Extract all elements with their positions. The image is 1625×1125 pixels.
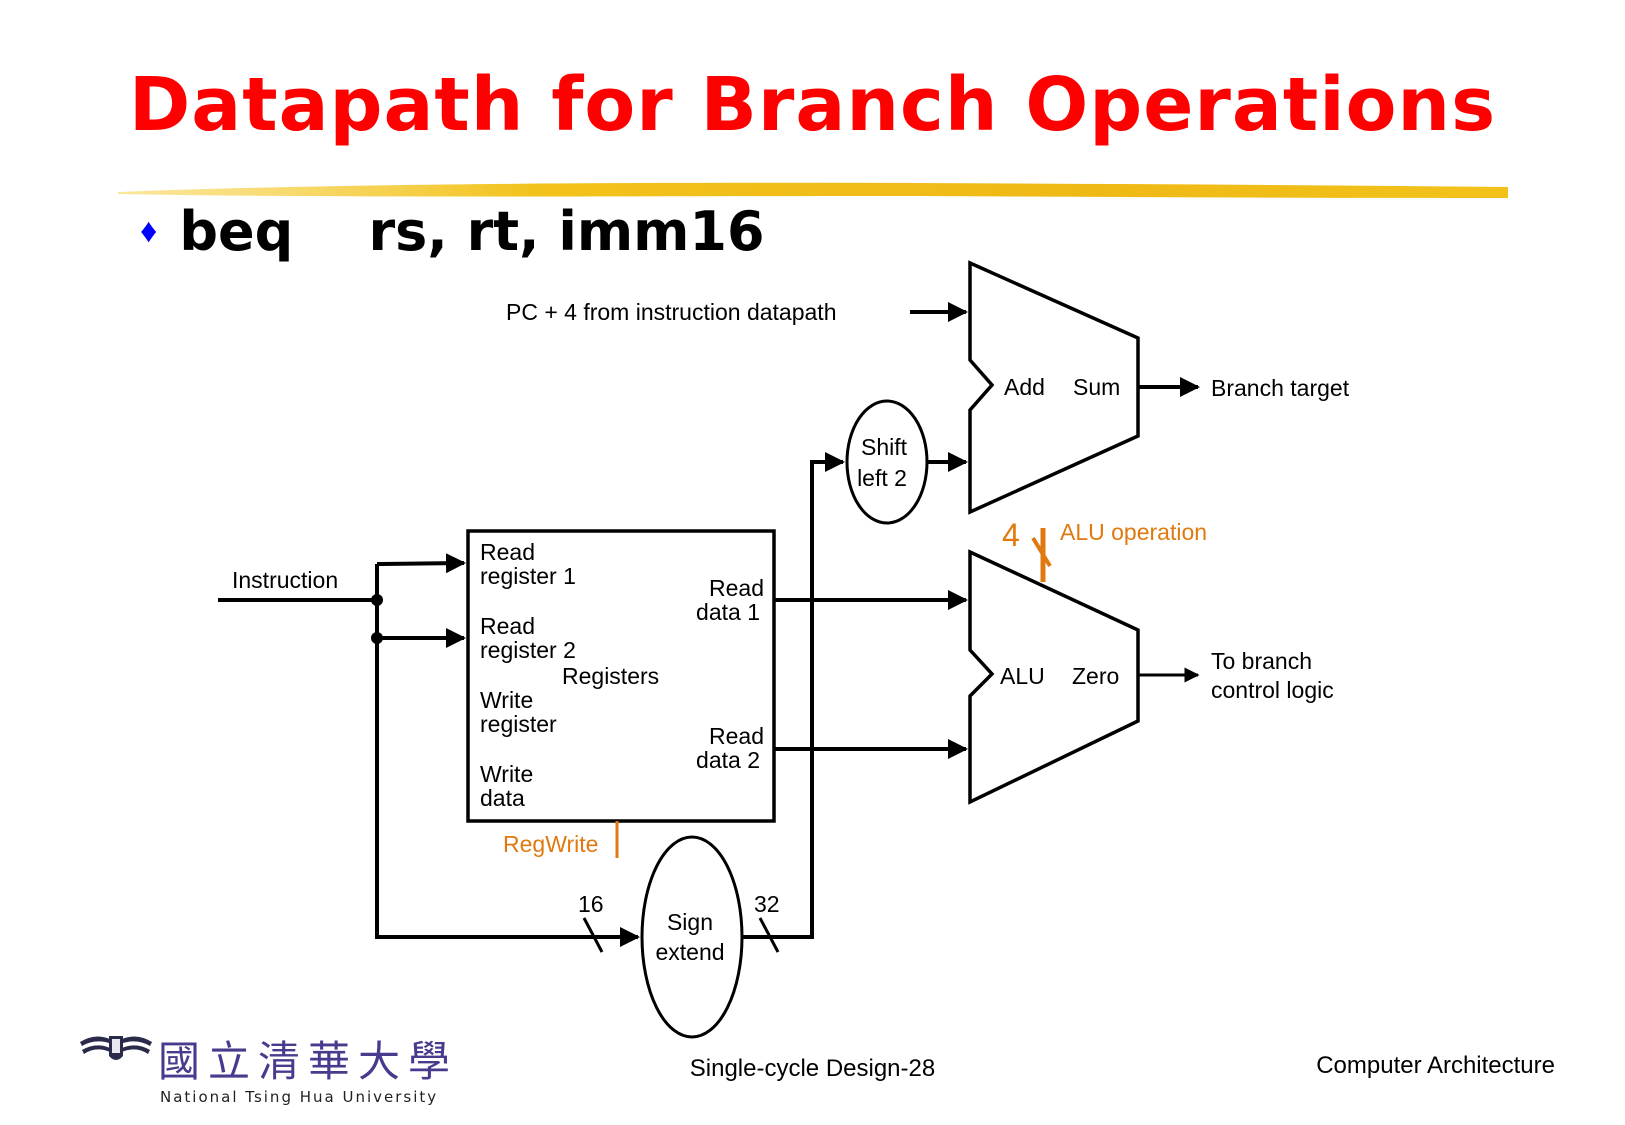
write-register-label: Write: [480, 687, 533, 713]
bus-width-slash-32: [758, 917, 780, 953]
sign-extend-label-2: extend: [655, 939, 724, 965]
alu-operation-label: ALU operation: [1060, 519, 1207, 545]
write-data-label-2: data: [480, 785, 525, 811]
sign-extend-label-1: Sign: [667, 909, 713, 935]
read-register-1-label-2: register 1: [480, 563, 576, 589]
to-branch-label-2: control logic: [1211, 677, 1334, 703]
instruction-label: Instruction: [232, 567, 338, 593]
course-name: Computer Architecture: [1316, 1052, 1555, 1079]
read-register-2-label-2: register 2: [480, 637, 576, 663]
sign-extend-ellipse: [640, 835, 744, 1039]
read-reg1-wire: [376, 553, 466, 574]
bus-width-slash-16: [582, 917, 604, 953]
junction-dot: [371, 594, 383, 606]
registers-title: Registers: [562, 663, 659, 689]
write-register-label-2: register: [480, 711, 557, 737]
shift-label-line2: left 2: [857, 465, 907, 491]
sign-extend-out-wire: [742, 452, 845, 939]
bus-width-32: 32: [754, 891, 780, 917]
bullet-item: ♦ beq rs, rt, imm16: [140, 200, 765, 263]
to-branch-label: To branch: [1211, 648, 1312, 674]
instruction-bus: [375, 564, 640, 947]
junction-dot: [371, 632, 383, 644]
read-data-1-label-2: data 1: [696, 599, 760, 625]
title-underline-brush: [118, 182, 1508, 198]
shift-left-2-ellipse: [845, 399, 929, 525]
read-data-1-label: Read: [709, 575, 764, 601]
university-name-chinese: 國立清華大學: [158, 1037, 459, 1086]
read-register-2-label: Read: [480, 613, 535, 639]
instruction-format: beq rs, rt, imm16: [179, 200, 765, 263]
sum-label: Sum: [1073, 374, 1120, 400]
adder-shape: [968, 260, 1140, 515]
alu-operation-slash: [1031, 536, 1052, 568]
university-name-english: National Tsing Hua University: [160, 1088, 439, 1106]
adder-label: Add: [1004, 374, 1045, 400]
regwrite-label: RegWrite: [503, 831, 598, 857]
branch-target-label: Branch target: [1211, 375, 1350, 401]
diamond-bullet-icon: ♦: [140, 212, 158, 250]
read-register-1-label: Read: [480, 539, 535, 565]
write-data-label: Write: [480, 761, 533, 787]
alu-op-bits: 4: [1002, 517, 1020, 553]
register-file-box: [466, 529, 776, 823]
alu-shape: [968, 549, 1140, 805]
slide-title: Datapath for Branch Operations: [128, 62, 1497, 148]
bus-width-16: 16: [578, 891, 604, 917]
zero-label: Zero: [1072, 663, 1119, 689]
pc-plus-4-label: PC + 4 from instruction datapath: [506, 299, 836, 325]
alu-label: ALU: [1000, 663, 1045, 689]
slide-number: Single-cycle Design-28: [689, 1055, 936, 1082]
shift-label-line1: Shift: [861, 434, 908, 460]
read-data-2-label: Read: [709, 723, 764, 749]
university-emblem-icon: [80, 1036, 152, 1060]
read-data-2-label-2: data 2: [696, 747, 760, 773]
